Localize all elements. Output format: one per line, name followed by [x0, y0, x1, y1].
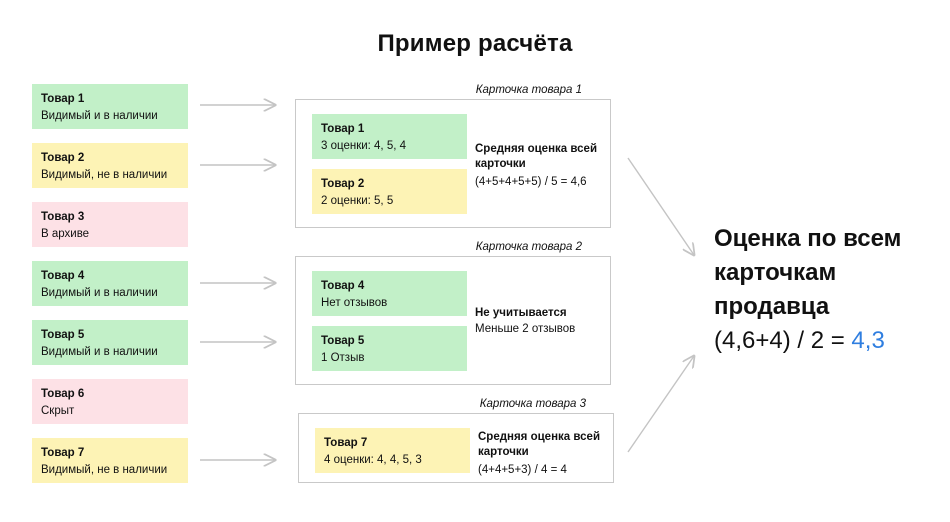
card-2-summary: Не учитывается Меньше 2 отзывов — [475, 306, 605, 337]
item-status: Видимый, не в наличии — [41, 169, 168, 181]
card-1-summary: Средняя оценка всей карточки (4+5+4+5+5)… — [475, 142, 605, 190]
item-status: Видимый и в наличии — [41, 287, 158, 299]
card-3-product-1: Товар 7 4 оценки: 4, 4, 5, 3 — [315, 428, 470, 473]
card-summary-heading: Не учитывается — [475, 307, 567, 319]
item-4: Товар 4 Видимый и в наличии — [32, 261, 188, 306]
card-3-label: Карточка товара 3 — [479, 398, 586, 410]
card-1-product-2: Товар 2 2 оценки: 5, 5 — [312, 169, 467, 214]
card-2-product-2: Товар 5 1 Отзыв — [312, 326, 467, 371]
product-name: Товар 5 — [321, 335, 365, 347]
card-1-label: Карточка товара 1 — [475, 84, 582, 96]
product-detail: 1 Отзыв — [321, 352, 365, 364]
item-name: Товар 2 — [41, 152, 85, 164]
item-5: Товар 5 Видимый и в наличии — [32, 320, 188, 365]
item-3: Товар 3 В архиве — [32, 202, 188, 247]
product-detail: 4 оценки: 4, 4, 5, 3 — [324, 454, 422, 466]
item-status: Видимый и в наличии — [41, 346, 158, 358]
product-name: Товар 7 — [324, 437, 368, 449]
result-formula-prefix: (4,6+4) / 2 = — [714, 327, 852, 354]
product-detail: 3 оценки: 4, 5, 4 — [321, 140, 407, 152]
item-name: Товар 5 — [41, 329, 85, 341]
product-name: Товар 2 — [321, 178, 365, 190]
product-detail: 2 оценки: 5, 5 — [321, 195, 394, 207]
arrow-card-1-result — [627, 157, 694, 255]
result-heading: Оценка по всем карточкам продавца — [714, 225, 902, 320]
seller-rating-result: Оценка по всем карточкам продавца (4,6+4… — [714, 222, 939, 358]
card-summary-formula: Меньше 2 отзывов — [475, 323, 576, 335]
item-name: Товар 3 — [41, 211, 85, 223]
product-detail: Нет отзывов — [321, 297, 388, 309]
item-name: Товар 6 — [41, 388, 85, 400]
card-summary-formula: (4+5+4+5+5) / 5 = 4,6 — [475, 176, 587, 188]
result-formula: (4,6+4) / 2 = 4,3 — [714, 324, 939, 358]
page-title: Пример расчёта — [377, 30, 573, 57]
item-6: Товар 6 Скрыт — [32, 379, 188, 424]
item-name: Товар 1 — [41, 93, 85, 105]
card-1-product-1: Товар 1 3 оценки: 4, 5, 4 — [312, 114, 467, 159]
product-name: Товар 4 — [321, 280, 365, 292]
result-value: 4,3 — [851, 327, 885, 354]
card-summary-heading: Средняя оценка всей карточки — [475, 143, 598, 170]
product-name: Товар 1 — [321, 123, 365, 135]
arrow-card-3-result — [627, 356, 694, 453]
item-status: Скрыт — [41, 405, 75, 417]
card-summary-heading: Средняя оценка всей карточки — [478, 431, 601, 458]
item-status: Видимый, не в наличии — [41, 464, 168, 476]
item-status: В архиве — [41, 228, 90, 240]
card-3-summary: Средняя оценка всей карточки (4+4+5+3) /… — [478, 430, 608, 478]
item-status: Видимый и в наличии — [41, 110, 158, 122]
item-7: Товар 7 Видимый, не в наличии — [32, 438, 188, 483]
item-name: Товар 7 — [41, 447, 85, 459]
card-summary-formula: (4+4+5+3) / 4 = 4 — [478, 464, 567, 476]
item-name: Товар 4 — [41, 270, 85, 282]
card-2-label: Карточка товара 2 — [475, 241, 582, 253]
item-2: Товар 2 Видимый, не в наличии — [32, 143, 188, 188]
card-2-product-1: Товар 4 Нет отзывов — [312, 271, 467, 316]
item-1: Товар 1 Видимый и в наличии — [32, 84, 188, 129]
